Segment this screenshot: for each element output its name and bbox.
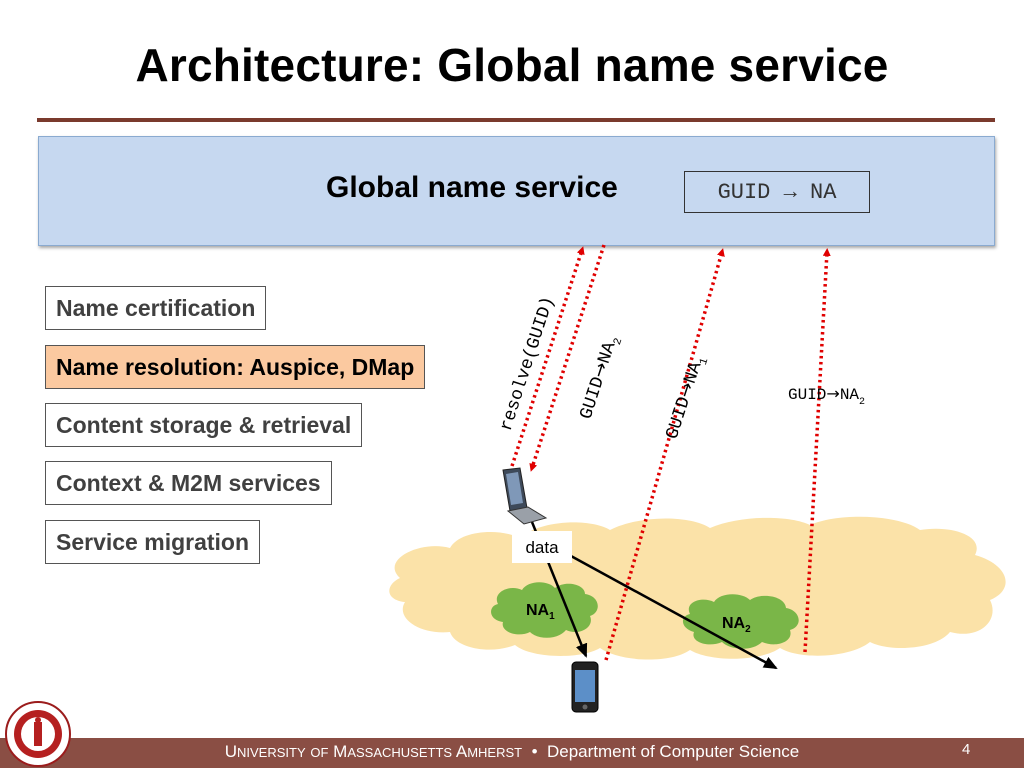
global-name-service-label: Global name service [326,171,618,204]
guid-na2-label-2: GUID→NA2 [788,384,865,408]
na2-network-cloud [682,594,799,649]
service-name-resolution: Name resolution: Auspice, DMap [45,345,426,389]
title-divider [37,118,995,122]
na1-network-cloud [491,582,598,638]
guid-na-mapping-box: GUID → NA [684,171,870,213]
guid-na2-label-1: GUID→NA2 [575,333,626,423]
page-number: 4 [962,741,971,758]
na2-label: NA2 [722,615,751,635]
na1-label: NA1 [526,602,555,622]
service-migration: Service migration [45,520,261,564]
data-label-box [512,531,572,563]
update-na1-arrow [604,248,725,661]
smartphone-icon [571,661,599,713]
resolve-response-arrow [529,244,606,472]
update-na2-arrow [803,248,831,653]
service-name-certification: Name certification [45,286,267,330]
footer-text: UNIVERSITY OF MASSACHUSETTS AMHERST • De… [224,742,800,761]
data-to-na2-arrow [559,548,778,670]
resolve-request-arrow [510,246,585,467]
service-content-storage: Content storage & retrieval [45,403,363,447]
footer-bar [0,738,1024,768]
architecture-diagram: resolve(GUID) GUID→NA2 GUID→NA1 GUID→NA2… [389,244,1006,713]
guid-na1-label: GUID→NA1 [661,352,712,442]
slide-title: Architecture: Global name service [135,39,889,91]
service-context-m2m: Context & M2M services [45,461,332,505]
data-label: data [525,538,559,557]
laptop-icon [502,467,548,525]
university-seal-icon [5,701,71,767]
